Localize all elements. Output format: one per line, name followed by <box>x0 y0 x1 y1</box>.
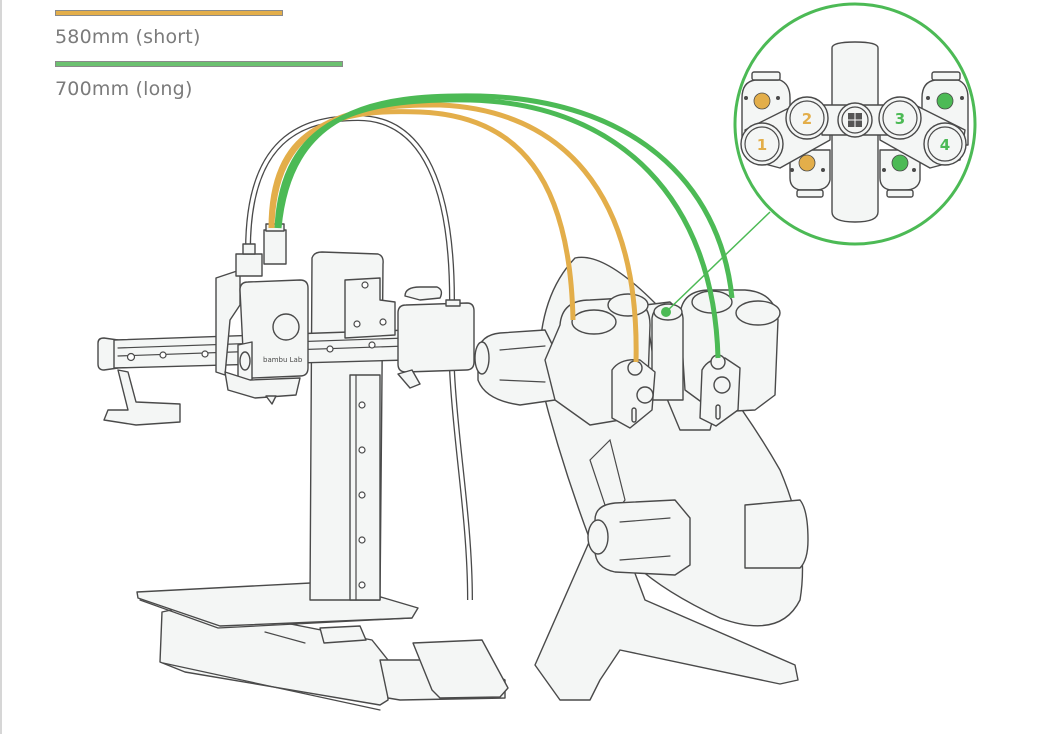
legend-swatch-long <box>55 61 343 67</box>
ams-spool-holder-lower <box>587 499 809 576</box>
ptfe-guide-tube <box>245 114 473 601</box>
inset-port-slot-4 <box>936 92 954 110</box>
ams-slot-2-cap <box>607 293 649 317</box>
ams-spool-holder-upper <box>474 329 561 406</box>
inset-callout-dot <box>661 307 671 317</box>
inset-slot-2: 2 <box>785 96 829 140</box>
filament-tubes <box>268 93 735 363</box>
legend-label-long: 700mm (long) <box>55 78 193 100</box>
ams-lite-hub <box>544 289 781 429</box>
tube-length-legend: 580mm (short) 700mm (long) <box>55 10 343 100</box>
inset-slot-1: 1 <box>740 122 784 166</box>
inset-slot-4: 4 <box>923 122 967 166</box>
frame-left-border <box>0 0 2 734</box>
slot-number-1: 1 <box>757 136 767 154</box>
inset-port-slot-1 <box>753 92 771 110</box>
legend-label-short: 580mm (short) <box>55 26 201 48</box>
legend-swatch-short <box>55 10 283 16</box>
filament-cutter-box <box>397 286 475 389</box>
inset-callout-line <box>665 211 771 313</box>
tube-slot-2-short <box>269 102 639 363</box>
toolhead: bambu Lab <box>215 223 309 405</box>
legend-item-short: 580mm (short) <box>55 10 343 48</box>
inset-port-slot-3 <box>891 154 909 172</box>
inset-slot-3: 3 <box>878 96 922 140</box>
printer-base <box>159 605 509 711</box>
slot-number-2: 2 <box>802 110 812 128</box>
brand-label: bambu Lab <box>263 356 303 364</box>
slot-number-4: 4 <box>940 136 950 154</box>
inset-port-slot-2 <box>798 154 816 172</box>
slot-number-3: 3 <box>895 110 905 128</box>
ams-slot-4-cap <box>735 300 781 326</box>
ams-slot-inset: 1 2 3 4 <box>733 2 977 246</box>
tube-slot-3-long <box>274 97 721 359</box>
inset-center-hub <box>837 102 873 138</box>
legend-item-long: 700mm (long) <box>55 61 343 100</box>
tube-slot-4-long <box>276 93 735 299</box>
ams-slot-1-cap <box>571 309 617 335</box>
